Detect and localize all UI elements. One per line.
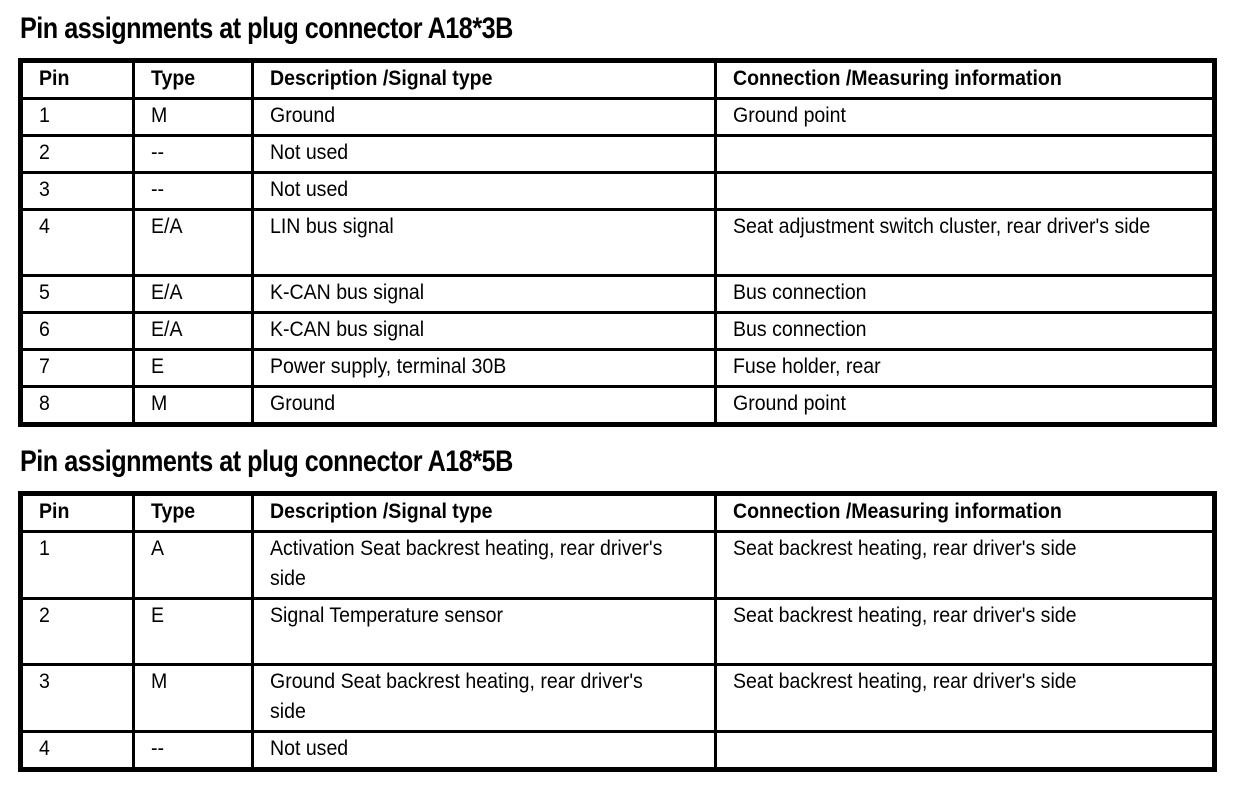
column-header-pin: Pin (19, 492, 135, 533)
cell-connection: Fuse holder, rear (714, 348, 1216, 388)
page-title-connector-a18-5b: Pin assignments at plug connector A18*5B (20, 445, 513, 478)
cell-description: Not used (251, 134, 717, 174)
column-header-description: Description /Signal type (251, 59, 717, 100)
cell-pin: 1 (19, 530, 135, 600)
cell-type: E/A (132, 208, 254, 277)
cell-connection (714, 730, 1216, 771)
cell-pin: 7 (19, 348, 135, 388)
cell-description: Power supply, terminal 30B (251, 348, 717, 388)
pin-assignment-table-a18-3b: Pin Type Description /Signal type Connec… (18, 58, 1217, 427)
cell-description: Ground (251, 385, 717, 426)
table-row: 8 M Ground Ground point (19, 385, 1216, 426)
pin-assignment-table-a18-5b: Pin Type Description /Signal type Connec… (18, 491, 1217, 772)
cell-type: M (132, 97, 254, 137)
cell-type: M (132, 663, 254, 733)
cell-connection (714, 171, 1216, 211)
cell-pin: 1 (19, 97, 135, 137)
cell-type: E/A (132, 311, 254, 351)
cell-type: -- (132, 730, 254, 771)
column-header-connection: Connection /Measuring information (714, 59, 1216, 100)
column-header-type: Type (132, 59, 254, 100)
table-row: 6 E/A K-CAN bus signal Bus connection (19, 311, 1216, 351)
cell-pin: 4 (19, 730, 135, 771)
cell-type: A (132, 530, 254, 600)
cell-description: Ground (251, 97, 717, 137)
cell-connection: Seat backrest heating, rear driver's sid… (714, 530, 1216, 600)
table-header-row: Pin Type Description /Signal type Connec… (19, 492, 1216, 533)
cell-pin: 2 (19, 597, 135, 666)
table-row: 7 E Power supply, terminal 30B Fuse hold… (19, 348, 1216, 388)
cell-description: K-CAN bus signal (251, 311, 717, 351)
cell-connection: Ground point (714, 97, 1216, 137)
cell-pin: 6 (19, 311, 135, 351)
cell-type: -- (132, 171, 254, 211)
cell-connection: Seat backrest heating, rear driver's sid… (714, 597, 1216, 666)
cell-description: Not used (251, 171, 717, 211)
column-header-connection: Connection /Measuring information (714, 492, 1216, 533)
cell-description: Ground Seat backrest heating, rear drive… (251, 663, 717, 733)
cell-type: E/A (132, 274, 254, 314)
pin-table-wrapper-a18-3b: Pin Type Description /Signal type Connec… (18, 58, 1217, 427)
cell-connection: Ground point (714, 385, 1216, 426)
table-row: 2 -- Not used (19, 134, 1216, 174)
cell-description: Not used (251, 730, 717, 771)
cell-type: E (132, 597, 254, 666)
table-row: 2 E Signal Temperature sensor Seat backr… (19, 597, 1216, 666)
cell-type: -- (132, 134, 254, 174)
cell-pin: 2 (19, 134, 135, 174)
table-row: 5 E/A K-CAN bus signal Bus connection (19, 274, 1216, 314)
table-row: 1 A Activation Seat backrest heating, re… (19, 530, 1216, 600)
cell-pin: 3 (19, 171, 135, 211)
column-header-description: Description /Signal type (251, 492, 717, 533)
column-header-pin: Pin (19, 59, 135, 100)
table-row: 3 -- Not used (19, 171, 1216, 211)
cell-pin: 8 (19, 385, 135, 426)
cell-description: K-CAN bus signal (251, 274, 717, 314)
table-row: 1 M Ground Ground point (19, 97, 1216, 137)
column-header-type: Type (132, 492, 254, 533)
cell-description: Signal Temperature sensor (251, 597, 717, 666)
section-a18-5b: Pin assignments at plug connector A18*5B… (0, 445, 1248, 772)
table-header-row: Pin Type Description /Signal type Connec… (19, 59, 1216, 100)
cell-connection (714, 134, 1216, 174)
cell-connection: Seat backrest heating, rear driver's sid… (714, 663, 1216, 733)
cell-description: Activation Seat backrest heating, rear d… (251, 530, 717, 600)
cell-pin: 4 (19, 208, 135, 277)
cell-pin: 3 (19, 663, 135, 733)
pin-table-wrapper-a18-5b: Pin Type Description /Signal type Connec… (18, 491, 1217, 772)
cell-connection: Seat adjustment switch cluster, rear dri… (714, 208, 1216, 277)
table-row: 3 M Ground Seat backrest heating, rear d… (19, 663, 1216, 733)
section-a18-3b: Pin assignments at plug connector A18*3B… (0, 12, 1248, 427)
cell-pin: 5 (19, 274, 135, 314)
cell-description: LIN bus signal (251, 208, 717, 277)
cell-connection: Bus connection (714, 274, 1216, 314)
cell-connection: Bus connection (714, 311, 1216, 351)
table-row: 4 -- Not used (19, 730, 1216, 771)
table-row: 4 E/A LIN bus signal Seat adjustment swi… (19, 208, 1216, 277)
cell-type: M (132, 385, 254, 426)
page-title-connector-a18-3b: Pin assignments at plug connector A18*3B (20, 12, 513, 45)
cell-type: E (132, 348, 254, 388)
